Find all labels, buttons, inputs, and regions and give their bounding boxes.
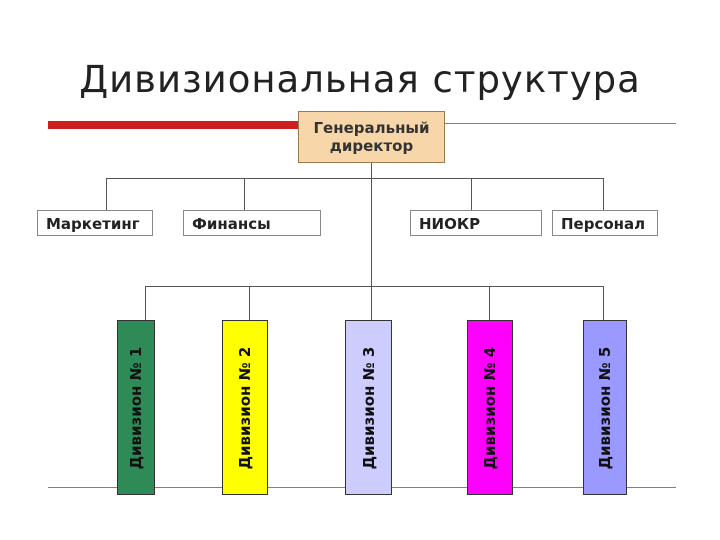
division-3-label: Дивизион № 3 xyxy=(359,346,378,469)
ceo-box: Генеральный директор xyxy=(298,111,445,163)
title-accent-bar xyxy=(48,121,300,129)
page-title: Дивизиональная структура xyxy=(79,58,641,101)
dept-finance-label: Финансы xyxy=(192,215,271,233)
division-2-label: Дивизион № 2 xyxy=(236,346,254,469)
dept-personnel: Персонал xyxy=(552,210,658,236)
dept-rnd-label: НИОКР xyxy=(419,215,481,233)
dept-rnd: НИОКР xyxy=(410,210,542,236)
dept-marketing: Маркетинг xyxy=(37,210,153,236)
division-1-box: Дивизион № 1 xyxy=(117,320,155,495)
division-2-box: Дивизион № 2 xyxy=(222,320,268,495)
division-1-label: Дивизион № 1 xyxy=(127,346,145,469)
division-5-box: Дивизион № 5 xyxy=(583,320,627,495)
division-5-label: Дивизион № 5 xyxy=(596,346,614,469)
dept-finance: Финансы xyxy=(183,210,321,236)
top-divider xyxy=(300,123,676,124)
division-4-label: Дивизион № 4 xyxy=(481,346,499,469)
division-4-box: Дивизион № 4 xyxy=(467,320,513,495)
division-3-box: Дивизион № 3 xyxy=(345,320,392,495)
dept-marketing-label: Маркетинг xyxy=(46,215,140,233)
ceo-label: Генеральный директор xyxy=(313,119,430,155)
dept-personnel-label: Персонал xyxy=(561,215,646,233)
